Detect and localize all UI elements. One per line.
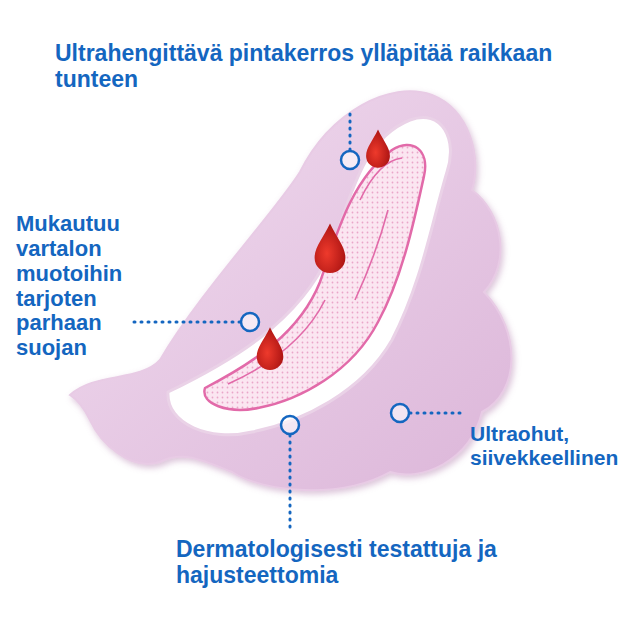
callout-text: Ultrahengittävä pintakerros ylläpitää ra… <box>55 40 555 92</box>
callout-text: Ultraohut, siivekkeellinen <box>470 422 636 469</box>
callout-circles <box>241 151 409 434</box>
callout-text: Mukautuu vartalon muotoihin tarjoten par… <box>16 212 128 361</box>
callout-text: Dermatologisesti testattuja ja hajusteet… <box>176 536 566 588</box>
pad-channel <box>228 158 402 384</box>
drop <box>257 327 284 370</box>
wrapper <box>70 91 512 490</box>
drop <box>366 130 390 168</box>
leader-lines <box>128 112 462 528</box>
pad-body <box>168 117 451 434</box>
drop <box>315 224 346 274</box>
pad-core <box>204 145 425 410</box>
